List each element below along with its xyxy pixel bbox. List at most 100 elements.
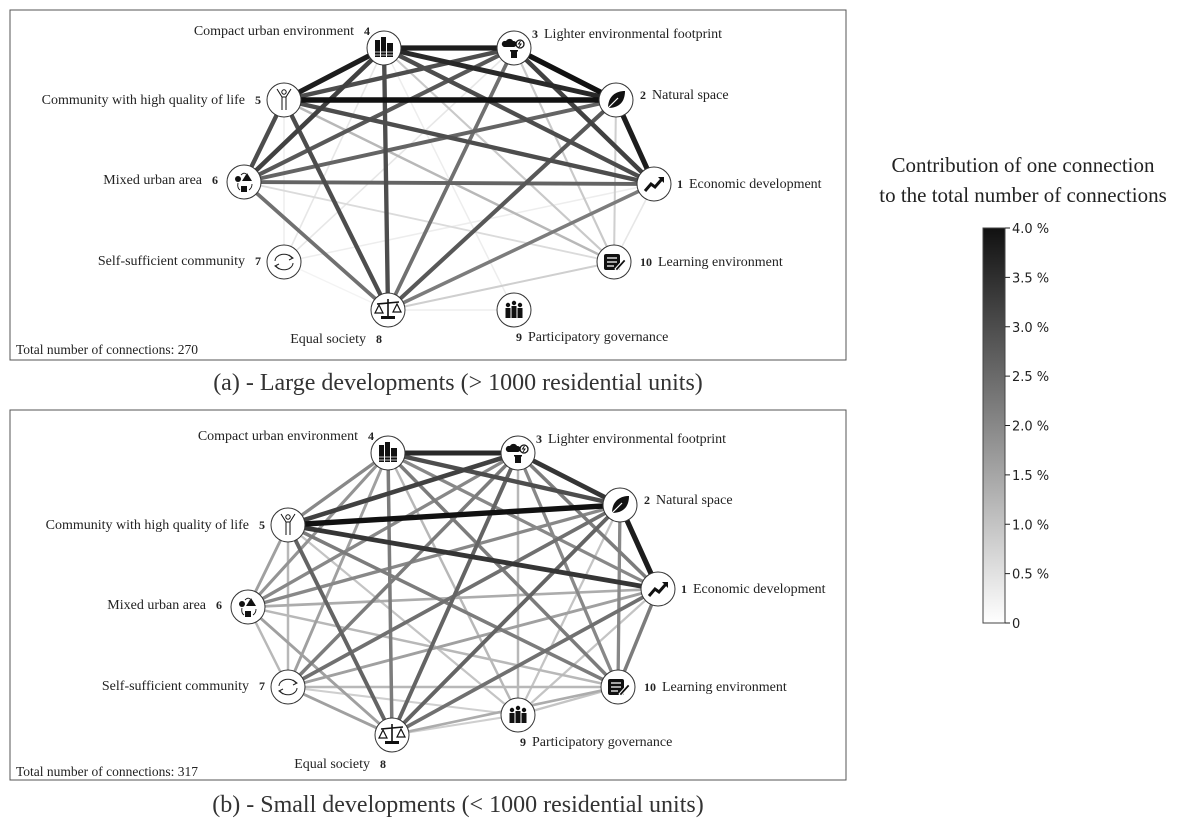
node-5: Community with high quality of life 5 bbox=[42, 82, 302, 118]
edge-1-10 bbox=[616, 587, 660, 689]
node-name: Equal society bbox=[294, 757, 370, 772]
connection-edges bbox=[246, 450, 661, 737]
person-arms-up-icon bbox=[280, 513, 296, 535]
rising-trend-icon bbox=[647, 582, 668, 597]
total-connections-label: Total number of connections: 317 bbox=[16, 764, 198, 779]
edge-1-8 bbox=[386, 182, 656, 312]
edge-7-9 bbox=[286, 685, 520, 717]
edge-2-10 bbox=[616, 503, 622, 689]
connection-edges bbox=[241, 45, 657, 313]
node-circle bbox=[230, 589, 266, 625]
node-number: 4 bbox=[368, 429, 374, 443]
edge-4-9 bbox=[386, 451, 520, 717]
edge-5-10 bbox=[286, 523, 620, 689]
node-number: 4 bbox=[364, 24, 370, 38]
node-name: Compact urban environment bbox=[198, 429, 358, 444]
node-circle bbox=[496, 30, 532, 66]
group-people-icon bbox=[509, 705, 527, 723]
edge-2-6 bbox=[242, 98, 618, 184]
notepad-pencil-icon bbox=[608, 679, 631, 697]
node-name: Lighter environmental footprint bbox=[548, 432, 726, 447]
node-number: 7 bbox=[255, 254, 261, 268]
edge-4-5 bbox=[281, 45, 387, 103]
cycle-arrows-icon bbox=[278, 678, 298, 696]
leaf-icon bbox=[610, 496, 629, 515]
notepad-pencil-icon bbox=[604, 254, 627, 272]
node-circle bbox=[636, 166, 672, 202]
node-circle bbox=[270, 507, 306, 543]
edge-4-1 bbox=[386, 451, 660, 591]
colorbar bbox=[982, 227, 1006, 624]
colorbar-tick-label: 3.5 % bbox=[1012, 271, 1049, 286]
edge-3-8 bbox=[386, 46, 516, 312]
edge-2-6 bbox=[246, 503, 622, 609]
colorbar-ticks: 4.0 %3.5 %3.0 %2.5 %2.0 %1.5 %1.0 %0.5 %… bbox=[1005, 222, 1049, 632]
node-circle bbox=[266, 82, 302, 118]
node-1: 1 Economic development bbox=[640, 571, 826, 607]
panel-a-caption: (a) - Large developments (> 1000 residen… bbox=[213, 370, 703, 396]
node-label: 2 Natural space bbox=[644, 493, 733, 508]
edge-5-1 bbox=[285, 522, 661, 592]
node-number: 1 bbox=[681, 582, 687, 596]
node-name: Self-sufficient community bbox=[98, 254, 245, 269]
edge-1-7 bbox=[286, 587, 660, 689]
edge-3-1 bbox=[511, 45, 657, 187]
edge-5-8 bbox=[281, 97, 391, 313]
edge-2-10 bbox=[612, 98, 618, 264]
edge-4-7 bbox=[286, 451, 390, 689]
node-name: Learning environment bbox=[662, 680, 787, 695]
node-number: 6 bbox=[212, 173, 218, 187]
edge-2-9 bbox=[516, 503, 622, 717]
edge-5-9 bbox=[286, 523, 520, 717]
node-2: 2 Natural space bbox=[602, 487, 733, 523]
cloud-energy-bin-icon bbox=[501, 38, 525, 58]
edge-5-2 bbox=[285, 502, 623, 528]
node-name: Community with high quality of life bbox=[46, 518, 249, 533]
colorbar-tick-label: 2.5 % bbox=[1012, 370, 1049, 385]
buildings-icon bbox=[378, 442, 398, 462]
mixed-shapes-icon bbox=[235, 172, 253, 192]
node-name: Community with high quality of life bbox=[42, 93, 245, 108]
rising-trend-icon bbox=[643, 177, 664, 192]
node-number: 5 bbox=[255, 93, 261, 107]
node-number: 3 bbox=[532, 27, 538, 41]
node-label: Compact urban environment 4 bbox=[198, 429, 374, 444]
node-number: 9 bbox=[516, 330, 522, 344]
node-name: Compact urban environment bbox=[194, 24, 354, 39]
node-name: Mixed urban area bbox=[103, 173, 203, 188]
person-arms-up-icon bbox=[276, 88, 292, 110]
node-name: Natural space bbox=[652, 88, 729, 103]
colorbar-tick-label: 2.0 % bbox=[1012, 420, 1049, 435]
node-label: Community with high quality of life 5 bbox=[42, 93, 261, 108]
edge-4-2 bbox=[385, 450, 623, 508]
edge-2-8 bbox=[385, 97, 619, 313]
edge-3-8 bbox=[390, 451, 520, 737]
edge-3-7 bbox=[286, 451, 520, 689]
node-label: Compact urban environment 4 bbox=[194, 24, 370, 39]
node-name: Self-sufficient community bbox=[102, 679, 249, 694]
cloud-energy-bin-icon bbox=[505, 443, 529, 463]
node-number: 2 bbox=[644, 493, 650, 507]
colorbar-tick-label: 1.0 % bbox=[1012, 518, 1049, 533]
node-name: Natural space bbox=[656, 493, 733, 508]
node-name: Economic development bbox=[693, 582, 826, 597]
edge-4-8 bbox=[381, 45, 391, 313]
